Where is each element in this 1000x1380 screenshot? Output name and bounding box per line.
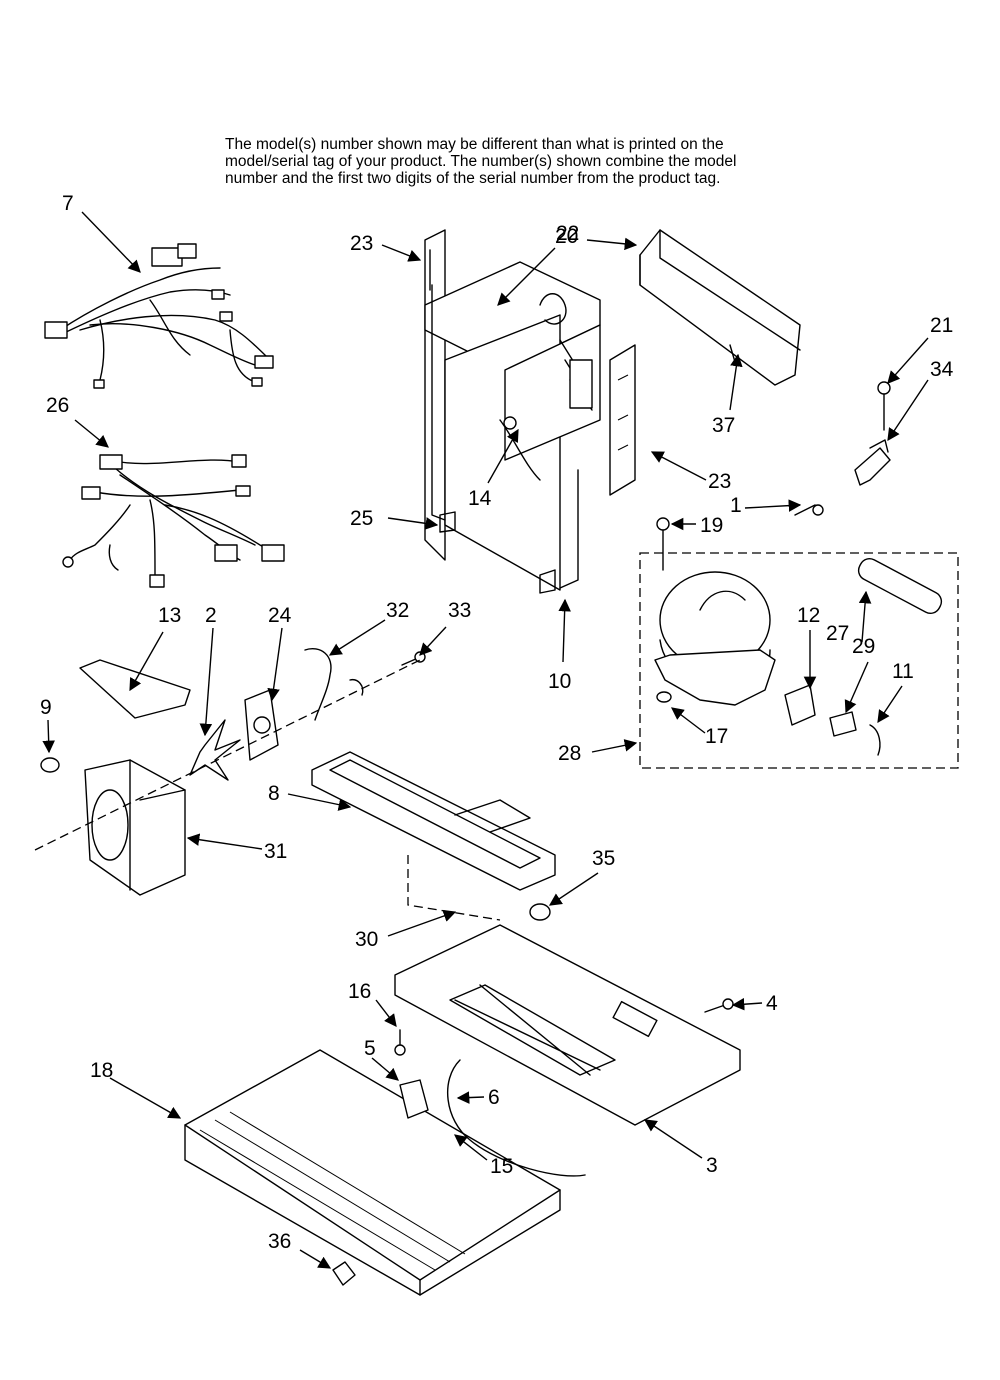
callout-23-right: 23 — [708, 470, 731, 493]
screw-part-16 — [394, 1029, 406, 1056]
grommet-part-17 — [656, 691, 672, 703]
callout-11: 11 — [892, 660, 914, 683]
fan-motor-part-24 — [244, 689, 279, 761]
callout-28: 28 — [558, 742, 581, 765]
callout-22: 22 — [556, 222, 579, 245]
bracket-part-20 — [639, 229, 801, 386]
base-plate-part-3 — [394, 924, 741, 1126]
callout-14: 14 — [468, 487, 492, 510]
fan-shroud-part-31 — [84, 759, 186, 896]
callout-29: 29 — [852, 635, 875, 658]
callout-21: 21 — [930, 314, 953, 337]
bracket-part-34 — [854, 381, 891, 486]
clip-part-36 — [332, 1261, 356, 1286]
callout-12: 12 — [797, 604, 820, 627]
wire-part-6 — [447, 1059, 586, 1177]
fan-blade-part-2 — [189, 719, 241, 781]
callout-37: 37 — [712, 414, 735, 437]
callout-leaders — [42, 211, 929, 1269]
callout-16: 16 — [348, 980, 371, 1003]
callout-19: 19 — [700, 514, 723, 537]
screw-part-19 — [656, 517, 670, 571]
callout-24: 24 — [268, 604, 292, 627]
evaporator-assembly — [424, 229, 636, 594]
callout-labels: 7 26 23 22 20 21 34 37 23 14 25 1 19 10 … — [40, 192, 954, 1253]
fan-axis-line — [34, 659, 421, 851]
callout-6: 6 — [488, 1086, 500, 1109]
relay-part-12 — [784, 684, 816, 726]
callout-9: 9 — [40, 696, 52, 719]
callout-8: 8 — [268, 782, 280, 805]
callout-25: 25 — [350, 507, 373, 530]
clip-part-11 — [869, 724, 881, 756]
callout-32: 32 — [386, 599, 409, 622]
capacitor-part-29 — [829, 711, 857, 737]
gasket-part-13 — [79, 659, 191, 719]
callout-27: 27 — [826, 622, 849, 645]
note-line-2: model/serial tag of your product. The nu… — [225, 153, 737, 170]
callout-5: 5 — [364, 1037, 376, 1060]
screw-part-4 — [704, 998, 734, 1013]
callout-7: 7 — [62, 192, 74, 215]
grommet-part-9 — [40, 757, 60, 773]
callout-18: 18 — [90, 1059, 113, 1082]
callout-1: 1 — [730, 494, 742, 517]
note-line-3: number and the first two digits of the s… — [225, 170, 721, 187]
callout-10: 10 — [548, 670, 571, 693]
callout-4: 4 — [766, 992, 778, 1015]
bracket-part-32 — [304, 648, 364, 721]
drain-tray-part-8 — [311, 751, 556, 891]
callout-35: 35 — [592, 847, 615, 870]
filter-drier-part-27 — [857, 557, 943, 615]
drop-line — [407, 855, 501, 921]
callout-33: 33 — [448, 599, 471, 622]
callout-30: 30 — [355, 928, 378, 951]
callout-36: 36 — [268, 1230, 291, 1253]
callout-3: 3 — [706, 1154, 718, 1177]
callout-20: 20 — [555, 225, 578, 248]
fitting-part-35 — [529, 903, 551, 921]
callout-15: 15 — [490, 1155, 513, 1178]
condenser-coil-part-18 — [184, 1049, 561, 1296]
callout-13: 13 — [158, 604, 181, 627]
wiring-harness-part-7 — [44, 243, 274, 389]
callout-2: 2 — [205, 604, 217, 627]
wiring-harness-part-26 — [62, 454, 285, 588]
callout-23-top: 23 — [350, 232, 373, 255]
callout-34: 34 — [930, 358, 954, 381]
bolt-part-1 — [794, 504, 824, 516]
block-part-5 — [399, 1079, 429, 1119]
note-line-1: The model(s) number shown may be differe… — [225, 136, 724, 153]
compressor-kit-boundary — [639, 552, 959, 769]
compressor-part — [654, 571, 776, 706]
callout-31: 31 — [264, 840, 287, 863]
callout-26: 26 — [46, 394, 69, 417]
disclaimer-note: The model(s) number shown may be differe… — [225, 136, 845, 187]
callout-17: 17 — [705, 725, 728, 748]
